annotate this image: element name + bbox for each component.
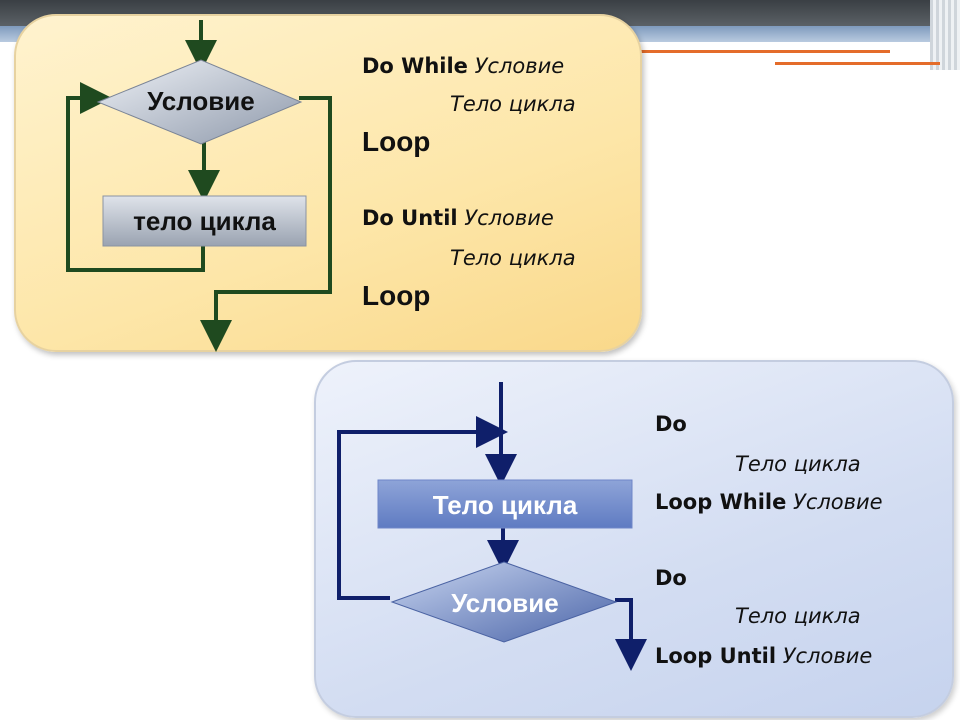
do-until-condition: Условие	[464, 206, 554, 230]
loop-while-line: Loop While Условие	[655, 490, 883, 514]
loop-body-line: Тело цикла	[735, 452, 861, 476]
condition-diamond	[390, 561, 618, 643]
do-while-line: Do While Условие	[362, 54, 564, 78]
loop-keyword-line: Loop	[362, 280, 431, 311]
do-keyword-line: Do	[655, 412, 687, 436]
loop-body-label: тело цикла	[133, 206, 276, 236]
do-keyword: Do	[655, 566, 687, 590]
condition-label: Условие	[147, 86, 255, 116]
loop-body-text: Тело цикла	[735, 452, 861, 476]
loop-until-line: Loop Until Условие	[655, 644, 872, 668]
loop-body-label: Тело цикла	[432, 490, 578, 520]
loop-body-text: Тело цикла	[450, 246, 576, 270]
loop-while-condition: Условие	[793, 490, 883, 514]
loop-keyword-line: Loop	[362, 126, 431, 157]
exit-arrow	[200, 96, 332, 352]
loop-body-text: Тело цикла	[735, 604, 861, 628]
loop-body-line: Тело цикла	[450, 246, 576, 270]
decorative-orange-line	[775, 62, 940, 65]
loop-back-arrow	[66, 82, 205, 272]
do-while-keyword: Do While	[362, 54, 468, 78]
loop-back-arrow	[337, 416, 508, 600]
slide-corner-stripes	[930, 0, 960, 70]
pretest-flowchart	[66, 20, 332, 352]
do-until-keyword: Do Until	[362, 206, 458, 230]
loop-until-condition: Условие	[782, 644, 873, 668]
loop-until-keyword: Loop Until	[655, 644, 777, 668]
exit-arrow	[615, 598, 647, 671]
loop-body-text: Тело цикла	[450, 92, 576, 116]
loop-body-line: Тело цикла	[735, 604, 861, 628]
decorative-orange-line	[605, 50, 890, 53]
loop-body-line: Тело цикла	[450, 92, 576, 116]
do-until-line: Do Until Условие	[362, 206, 554, 230]
condition-label: Условие	[451, 588, 559, 618]
posttest-flowchart	[337, 382, 647, 671]
do-keyword: Do	[655, 412, 687, 436]
loop-body-box	[102, 195, 307, 247]
do-while-condition: Условие	[474, 54, 565, 78]
loop-while-keyword: Loop While	[655, 490, 787, 514]
do-keyword-line: Do	[655, 566, 687, 590]
condition-diamond	[96, 59, 303, 145]
loop-body-box	[377, 479, 633, 529]
